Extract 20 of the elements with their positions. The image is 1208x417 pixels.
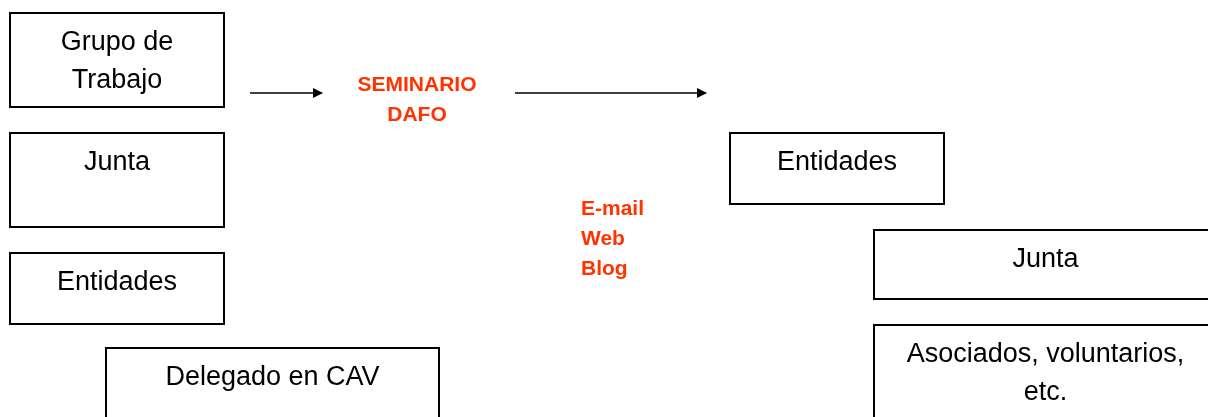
channel-label: E-mail xyxy=(581,195,645,221)
channel-label: Blog xyxy=(581,255,629,281)
arrow xyxy=(249,88,323,98)
process-box xyxy=(9,132,225,228)
seminar-label: SEMINARIO DAFO xyxy=(356,71,478,127)
box-label: Grupo de Trabajo xyxy=(59,25,175,96)
process-box xyxy=(873,229,1208,300)
box-label: Asociados, voluntarios, etc. xyxy=(905,337,1186,408)
arrow xyxy=(514,88,707,98)
box-label: Junta xyxy=(1012,242,1079,275)
box-label: Junta xyxy=(83,145,151,178)
channel-label: Web xyxy=(581,225,626,251)
box-label: Entidades xyxy=(56,265,178,298)
process-box xyxy=(729,132,945,205)
process-box xyxy=(873,324,1208,417)
process-box xyxy=(9,12,225,108)
process-box xyxy=(9,252,225,325)
box-label: Delegado en CAV xyxy=(165,360,380,393)
process-box xyxy=(105,347,440,417)
box-label: Entidades xyxy=(776,145,898,178)
